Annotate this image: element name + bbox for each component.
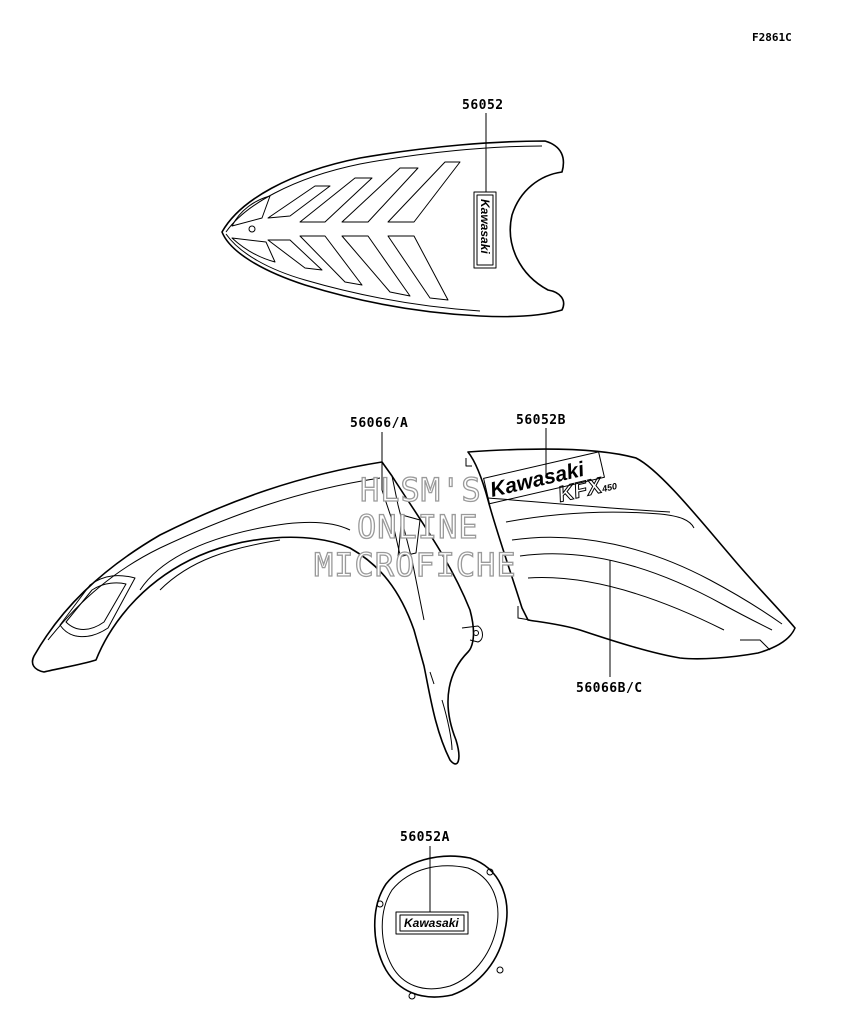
seat-part: Kawasaki xyxy=(221,140,565,318)
watermark: HLSM'S ONLINE MICROFICHE xyxy=(313,470,517,584)
figure-code: F2861C xyxy=(752,31,792,44)
watermark-line-1: HLSM'S xyxy=(360,471,482,509)
callout-56052b: 56052B xyxy=(516,413,566,428)
callout-56052a: 56052A xyxy=(400,830,450,845)
seat-logo-text: Kawasaki xyxy=(478,199,492,254)
callout-56052: 56052 xyxy=(462,98,504,113)
cover-part: Kawasaki xyxy=(373,855,508,1000)
model-sub-text: 450 xyxy=(600,481,618,494)
watermark-line-3: MICROFICHE xyxy=(314,546,517,584)
cover-logo-text: Kawasaki xyxy=(404,916,459,930)
callout-56066b-c: 56066B/C xyxy=(576,681,643,696)
callout-56066-a: 56066/A xyxy=(350,416,408,431)
fender-part xyxy=(31,461,483,765)
watermark-line-2: ONLINE xyxy=(357,508,479,546)
